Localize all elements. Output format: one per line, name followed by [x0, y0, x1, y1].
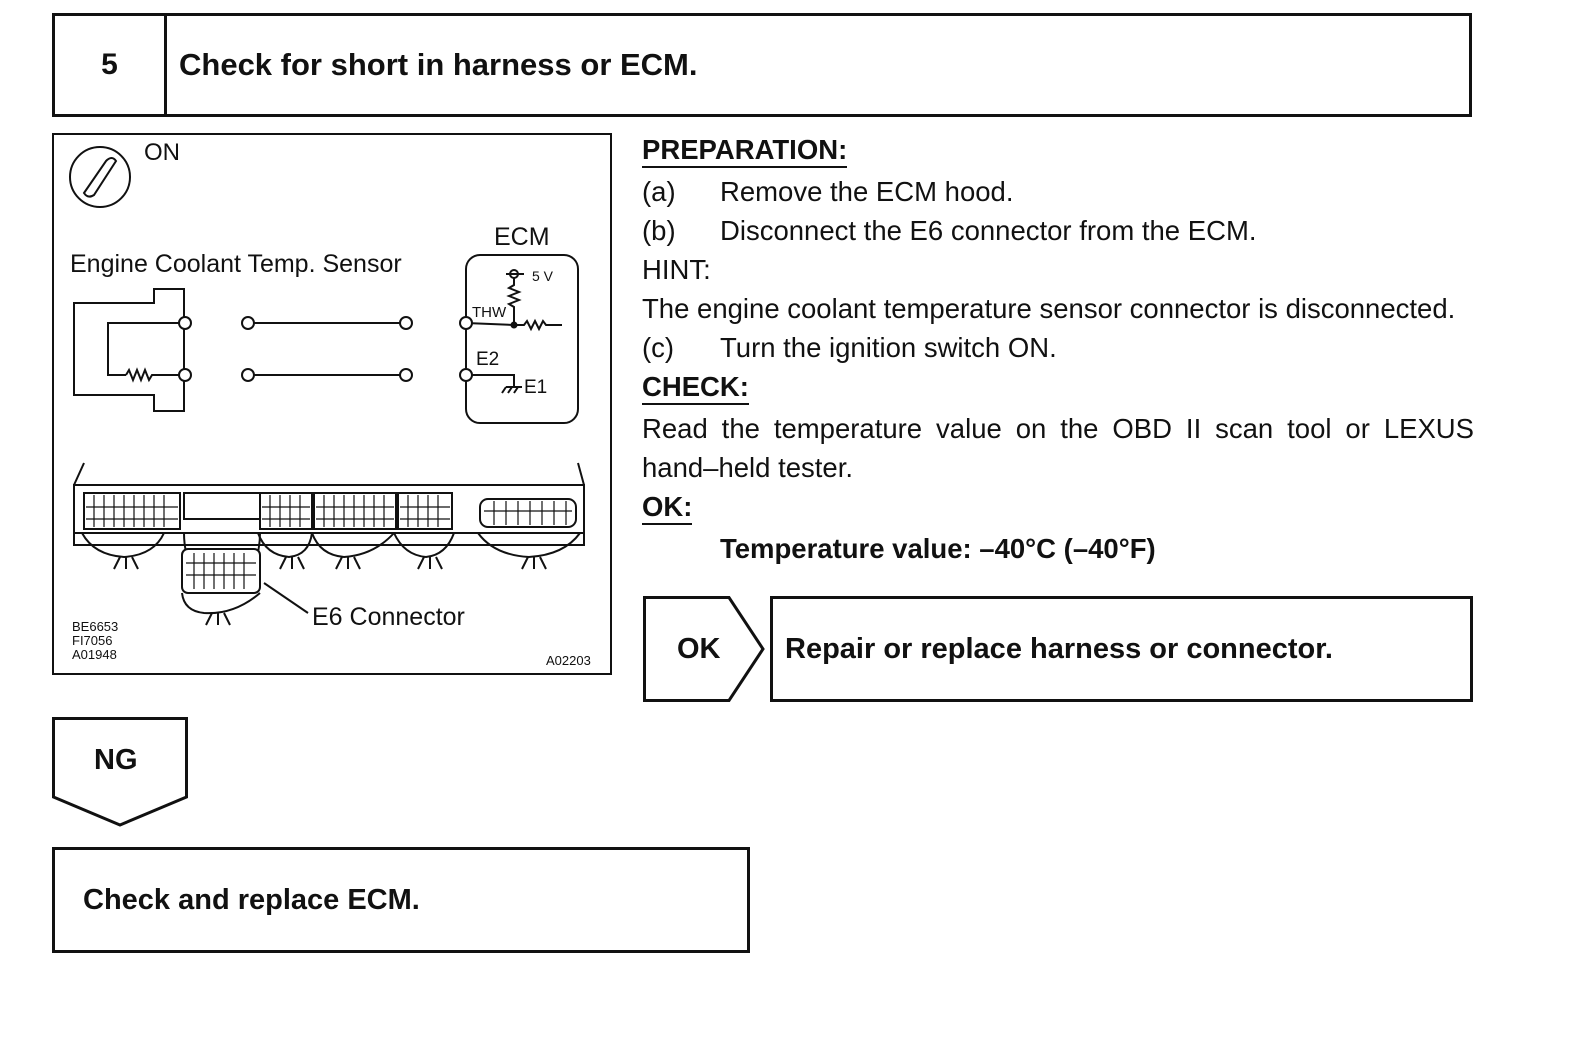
step-header: 5 Check for short in harness or ECM.	[52, 13, 1472, 117]
e1-terminal-label: E1	[524, 377, 547, 398]
e2-terminal-label: E2	[476, 349, 499, 370]
step-c-label: (c)	[642, 332, 675, 363]
ignition-key-icon	[69, 146, 131, 208]
e6-connector	[181, 532, 309, 626]
step-b-text: Disconnect the E6 connector from the ECM…	[720, 215, 1257, 246]
step-number: 5	[55, 16, 167, 114]
check-text: Read the temperature value on the OBD II…	[642, 413, 1474, 483]
sensor-label: Engine Coolant Temp. Sensor	[70, 250, 402, 278]
ok-heading: OK:	[642, 491, 693, 525]
step-a: (a) Remove the ECM hood.	[642, 172, 1474, 211]
figure-id: A02203	[546, 653, 591, 668]
ecm-voltage-label: 5 V	[532, 268, 554, 284]
figure-code-1: BE6653	[72, 619, 118, 634]
ok-action-box: Repair or replace harness or connector.	[770, 596, 1473, 702]
hint-text: The engine coolant temperature sensor co…	[642, 293, 1456, 324]
step-a-text: Remove the ECM hood.	[720, 176, 1014, 207]
ignition-on-label: ON	[144, 139, 180, 166]
ok-result-tag: OK	[643, 596, 765, 702]
e6-connector-label: E6 Connector	[312, 603, 465, 631]
step-c-text: Turn the ignition switch ON.	[720, 332, 1057, 363]
hint-heading: HINT:	[642, 254, 711, 285]
instructions: PREPARATION: (a) Remove the ECM hood. (b…	[642, 130, 1474, 568]
step-a-label: (a)	[642, 176, 676, 207]
step-title: Check for short in harness or ECM.	[179, 47, 698, 82]
ecm-connector-block	[73, 462, 585, 570]
harness-wires	[241, 316, 413, 382]
preparation-heading: PREPARATION:	[642, 134, 848, 168]
wiring-figure: ON Engine Coolant Temp. Sensor ECM	[52, 133, 612, 675]
figure-code-3: A01948	[72, 647, 117, 662]
step-b: (b) Disconnect the E6 connector from the…	[642, 211, 1474, 250]
step-b-label: (b)	[642, 215, 676, 246]
ok-label: OK	[677, 633, 721, 665]
figure-code-2: FI7056	[72, 633, 112, 648]
ng-result-tag: NG	[52, 717, 188, 827]
ecm-label: ECM	[494, 223, 550, 251]
ok-spec: Temperature value: –40°C (–40°F)	[720, 533, 1156, 564]
check-heading: CHECK:	[642, 371, 749, 405]
ng-action-box: Check and replace ECM.	[52, 847, 750, 953]
coolant-temp-sensor	[73, 288, 192, 412]
ng-label: NG	[94, 744, 138, 776]
step-c: (c) Turn the ignition switch ON.	[642, 328, 1474, 367]
thw-terminal-label: THW	[472, 304, 507, 321]
ecm-circuit	[459, 254, 579, 424]
